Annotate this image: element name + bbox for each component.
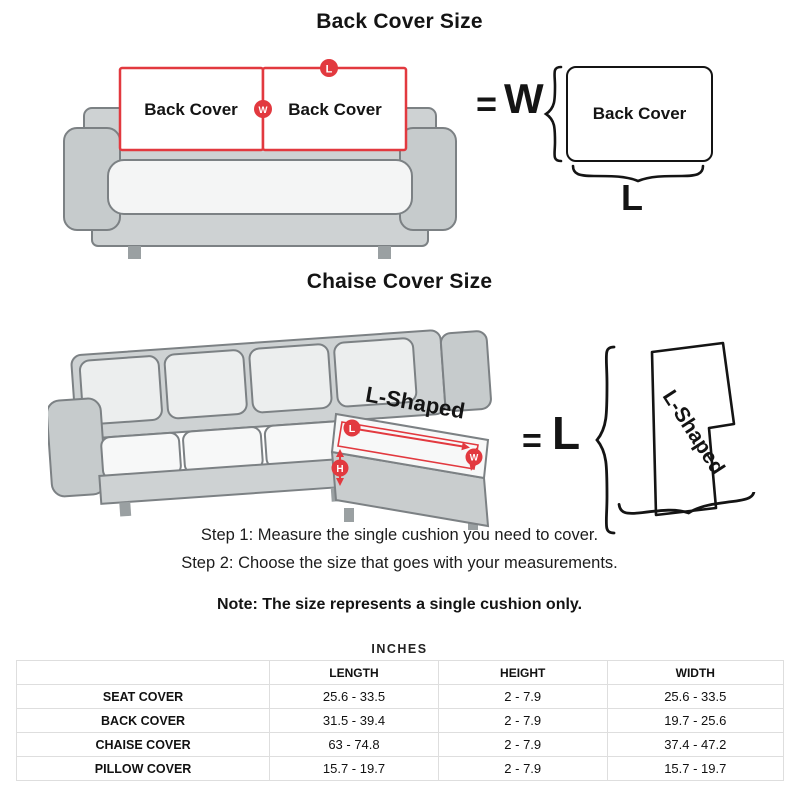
- row-height: 2 - 7.9: [437, 732, 608, 757]
- header-width: WIDTH: [606, 660, 785, 685]
- step-1-text: Step 1: Measure the single cushion you n…: [200, 526, 599, 544]
- under-curly-brace: [571, 164, 705, 183]
- header-height: HEIGHT: [437, 660, 608, 685]
- sofa-leg: [128, 246, 141, 259]
- length-arrow: [352, 425, 470, 451]
- table-row: PILLOW COVER 15.7 - 19.7 2 - 7.9 15.7 - …: [15, 756, 785, 781]
- width-badge-label: W: [259, 105, 268, 116]
- back-cover-box-label: Back Cover: [592, 104, 687, 123]
- sofa-seat-cushion: [107, 159, 413, 215]
- row-label: BACK COVER: [15, 708, 271, 733]
- row-length: 25.6 - 33.5: [269, 684, 439, 709]
- left-curly-brace: [595, 345, 616, 535]
- length-badge-label: L: [326, 64, 333, 76]
- note-text: Note: The size represents a single cushi…: [216, 596, 583, 613]
- back-cover-box: Back Cover: [566, 66, 713, 162]
- under-curly-brace: [617, 492, 756, 515]
- sectional-back-cushion: [333, 337, 418, 408]
- table-header-row: LENGTH HEIGHT WIDTH: [15, 660, 785, 685]
- width-badge-circle: [254, 100, 272, 118]
- table-row: CHAISE COVER 63 - 74.8 2 - 7.9 37.4 - 47…: [15, 732, 785, 757]
- row-label: CHAISE COVER: [15, 732, 271, 757]
- length-badge-circle: [320, 59, 338, 77]
- row-height: 2 - 7.9: [437, 684, 608, 709]
- sectional-leg: [119, 501, 132, 517]
- sofa-leg: [378, 246, 391, 259]
- row-height: 2 - 7.9: [437, 756, 608, 781]
- width-badge-label: W: [470, 453, 479, 463]
- width-badge-circle: [465, 448, 483, 466]
- back-cushion-left-label: Back Cover: [144, 100, 238, 119]
- sectional-back-cushion: [248, 343, 333, 414]
- length-badge-label: L: [349, 423, 356, 435]
- equals-sign: =: [476, 83, 498, 124]
- left-curly-brace: [543, 65, 563, 163]
- row-length: 63 - 74.8: [269, 732, 439, 757]
- length-dimension-letter: L: [552, 407, 581, 459]
- size-table-wrapper: LENGTH HEIGHT WIDTH SEAT COVER 25.6 - 33…: [15, 660, 785, 781]
- row-height: 2 - 7.9: [437, 708, 608, 733]
- header-length: LENGTH: [269, 660, 439, 685]
- row-width: 37.4 - 47.2: [606, 732, 785, 757]
- row-width: 15.7 - 19.7: [606, 756, 785, 781]
- chaise-leg: [344, 508, 354, 522]
- sectional-main-body: [48, 329, 492, 517]
- chaise-cover-size-title: Chaise Cover Size: [306, 270, 493, 293]
- row-width: 25.6 - 33.5: [606, 684, 785, 709]
- header-blank: [15, 660, 271, 685]
- sectional-sofa-illustration: L W H L-Shaped: [48, 329, 492, 530]
- step-2-text: Step 2: Choose the size that goes with y…: [181, 554, 618, 572]
- back-cover-size-title: Back Cover Size: [316, 10, 483, 33]
- length-badge-circle: [343, 419, 361, 437]
- units-label: INCHES: [371, 642, 428, 656]
- row-label: PILLOW COVER: [15, 756, 271, 781]
- l-shape-outline: [650, 341, 736, 517]
- table-row: BACK COVER 31.5 - 39.4 2 - 7.9 19.7 - 25…: [15, 708, 785, 733]
- row-length: 15.7 - 19.7: [269, 756, 439, 781]
- size-table: LENGTH HEIGHT WIDTH SEAT COVER 25.6 - 33…: [15, 660, 785, 781]
- equals-sign: =: [522, 422, 542, 460]
- row-label: SEAT COVER: [15, 684, 271, 709]
- length-dimension-letter: L: [621, 177, 643, 218]
- width-dimension-letter: W: [504, 75, 544, 122]
- sectional-right-arm: [439, 330, 492, 412]
- table-row: SEAT COVER 25.6 - 33.5 2 - 7.9 25.6 - 33…: [15, 684, 785, 709]
- row-length: 31.5 - 39.4: [269, 708, 439, 733]
- sectional-back-cushion: [163, 349, 248, 420]
- row-width: 19.7 - 25.6: [606, 708, 785, 733]
- sectional-left-arm: [48, 397, 107, 498]
- sofa-front-illustration: Back Cover Back Cover L W: [63, 59, 457, 259]
- back-cushion-right-label: Back Cover: [288, 100, 382, 119]
- l-shape-figure: L-Shaped: [650, 341, 736, 517]
- height-badge-label: H: [336, 464, 343, 475]
- height-badge-circle: [331, 459, 349, 477]
